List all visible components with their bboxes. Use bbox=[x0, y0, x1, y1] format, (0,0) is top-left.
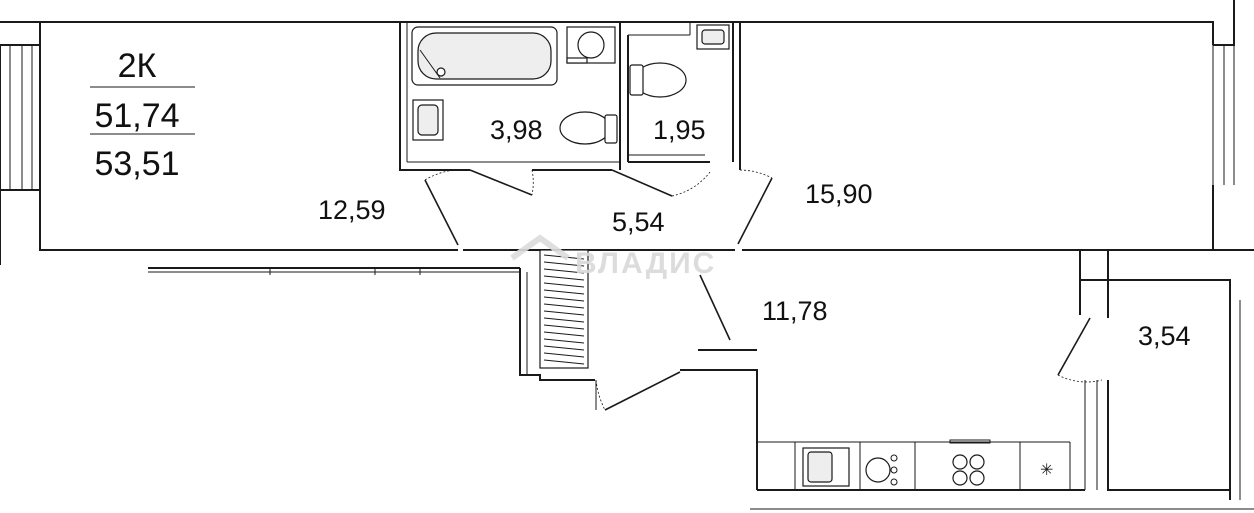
svg-text:✳: ✳ bbox=[1040, 460, 1053, 479]
bathtub-icon bbox=[411, 26, 558, 86]
room-area-hallway: 5,54 bbox=[612, 207, 665, 237]
room-area-bathroom: 3,98 bbox=[490, 115, 543, 145]
fridge-icon: ✳ bbox=[1040, 460, 1053, 479]
room-area-toilet: 1,95 bbox=[653, 115, 706, 145]
outer-walls bbox=[0, 0, 1254, 500]
room-area-living-2: 15,90 bbox=[805, 179, 873, 209]
watermark-logo: ВЛАДИС bbox=[510, 234, 716, 280]
living-area: 51,74 bbox=[94, 97, 179, 135]
room-area-living-1: 12,59 bbox=[318, 195, 386, 225]
washing-machine-icon bbox=[566, 26, 616, 64]
small-sink-icon bbox=[696, 24, 730, 50]
stove-icon bbox=[949, 439, 991, 486]
room-area-kitchen: 11,78 bbox=[762, 296, 828, 326]
total-area: 53,51 bbox=[94, 145, 179, 183]
doors bbox=[424, 169, 1103, 411]
sink-icon bbox=[412, 99, 444, 141]
rooms-count: 2К bbox=[118, 47, 157, 85]
apartment-summary: 2К 51,74 53,51 bbox=[90, 47, 195, 183]
bathroom-block bbox=[399, 22, 741, 171]
corridor-walls bbox=[148, 249, 1254, 510]
watermark-text: ВЛАДИС bbox=[575, 247, 716, 280]
kitchen-sink-icon bbox=[802, 447, 850, 487]
toilet-2-icon bbox=[629, 62, 687, 98]
room-area-balcony: 3,54 bbox=[1138, 321, 1191, 351]
dishwasher-icon bbox=[865, 454, 898, 486]
toilet-icon bbox=[559, 111, 618, 145]
kitchen-counter bbox=[794, 442, 1021, 490]
